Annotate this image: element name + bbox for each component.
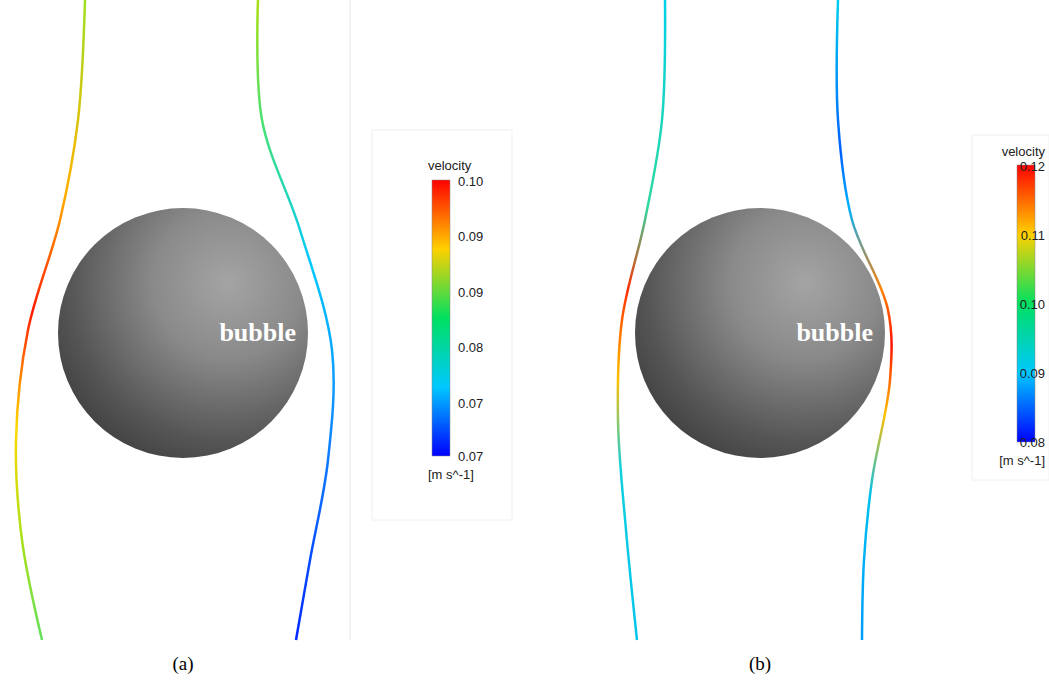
colorbar-label: 0.12 bbox=[1020, 159, 1045, 174]
colorbar-label: 0.08 bbox=[458, 340, 483, 355]
colorbar-label: 0.09 bbox=[458, 285, 483, 300]
colorbar-label: 0.11 bbox=[1021, 228, 1045, 243]
sphere bbox=[58, 208, 308, 458]
colorbar-label: 0.10 bbox=[458, 174, 483, 189]
colorbar-label: 0.09 bbox=[1020, 366, 1045, 381]
colorbar-label: 0.10 bbox=[1020, 297, 1045, 312]
bubble-sphere: bubble bbox=[635, 208, 885, 458]
bubble-label: bubble bbox=[796, 318, 873, 348]
colorbar-panel bbox=[972, 135, 1049, 480]
panel-label: (b) bbox=[749, 653, 771, 675]
bubble-sphere: bubble bbox=[58, 208, 308, 458]
sphere bbox=[635, 208, 885, 458]
colorbar-label: [m s^-1] bbox=[999, 453, 1045, 468]
colorbar bbox=[432, 180, 450, 456]
colorbar-label: 0.07 bbox=[458, 396, 483, 411]
colorbar-label: 0.07 bbox=[458, 449, 483, 464]
colorbar-label: [m s^-1] bbox=[428, 467, 474, 482]
separator bbox=[350, 0, 351, 640]
panel-label: (a) bbox=[172, 653, 193, 675]
colorbar-label: velocity bbox=[1002, 144, 1045, 159]
colorbar-label: 0.08 bbox=[1020, 435, 1045, 450]
colorbar-panel bbox=[372, 130, 512, 520]
colorbar-label: velocity bbox=[428, 158, 471, 173]
bubble-label: bubble bbox=[219, 318, 296, 348]
colorbar-label: 0.09 bbox=[458, 229, 483, 244]
